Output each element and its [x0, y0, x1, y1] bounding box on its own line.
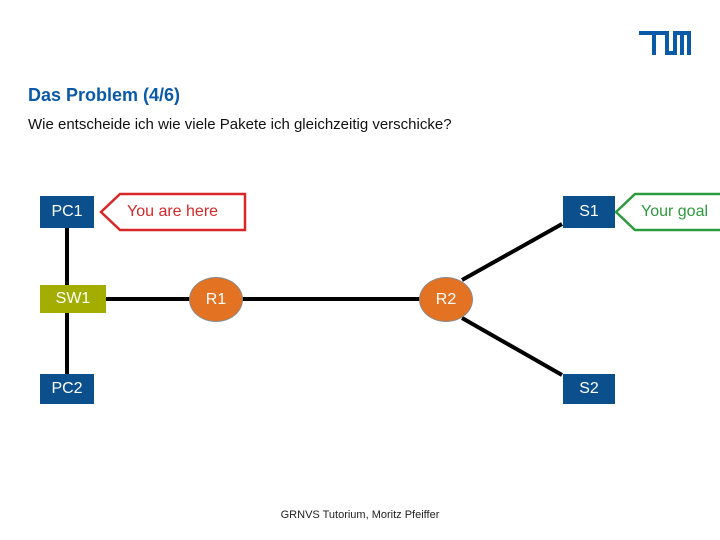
node-r2: R2: [419, 277, 473, 322]
tum-logo: [639, 31, 691, 55]
node-s2: S2: [563, 374, 615, 404]
slide-footer: GRNVS Tutorium, Moritz Pfeiffer: [280, 509, 440, 521]
slide-title: Das Problem (4/6): [28, 85, 181, 105]
you-are-here-label: You are here: [127, 203, 219, 220]
node-pc1: PC1: [40, 196, 94, 228]
your-goal-label: Your goal: [641, 203, 709, 220]
link-r2-s2: [461, 316, 563, 377]
node-s1: S1: [563, 196, 615, 228]
you-are-here-arrow: [99, 192, 247, 232]
node-pc2: PC2: [40, 374, 94, 404]
node-sw1: SW1: [40, 285, 106, 313]
slide-subtitle: Wie entscheide ich wie viele Pakete ich …: [28, 116, 452, 133]
node-r1: R1: [189, 277, 243, 322]
link-r2-s1: [461, 222, 563, 282]
your-goal-arrow: [614, 192, 720, 232]
